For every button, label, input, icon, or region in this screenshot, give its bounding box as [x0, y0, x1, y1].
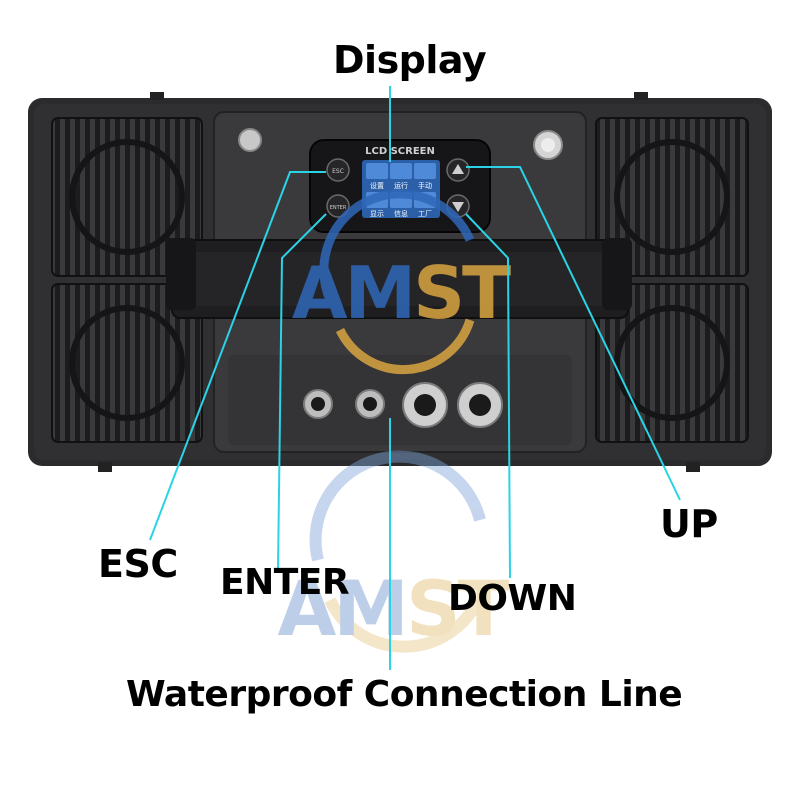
leader-line-down: [465, 213, 511, 579]
watermark-part-am: AM: [292, 251, 413, 335]
menu-label: 信息: [394, 209, 408, 218]
esc-button-label: ESC: [332, 168, 344, 175]
callout-esc: ESC: [98, 542, 178, 586]
watermark-part-st: ST: [413, 251, 511, 335]
up-button[interactable]: [446, 158, 470, 182]
menu-label: 手动: [418, 181, 432, 190]
left-fan-grilles: [51, 117, 203, 443]
menu-cell: [366, 163, 388, 179]
menu-cell: [390, 163, 412, 179]
callout-up: UP: [660, 502, 718, 546]
watermark-part-am: AM: [277, 564, 405, 653]
lcd-unit: LCD SCREEN 设置 运行 手动 显示 信息 工厂 ESC: [309, 139, 491, 233]
lcd-screen-header: LCD SCREEN: [365, 146, 435, 157]
waterproof-connectors: [303, 382, 503, 428]
leader-lines: [149, 86, 681, 670]
callout-enter: ENTER: [220, 562, 350, 603]
callout-waterproof-connection-line: Waterproof Connection Line: [126, 674, 683, 715]
watermark-text: AMST: [277, 564, 509, 653]
menu-label: 工厂: [418, 210, 432, 218]
leader-line-up: [466, 166, 681, 501]
down-arrow-icon: [452, 202, 464, 212]
leader-line-esc: [149, 171, 326, 541]
enter-button-label: ENTER: [330, 205, 347, 211]
device-feet: [98, 92, 700, 472]
menu-cell: [414, 163, 436, 179]
top-bolts: [238, 128, 563, 160]
callout-display: Display: [333, 38, 487, 82]
menu-label: 显示: [370, 210, 384, 218]
watermark-bottom: AMST: [277, 450, 513, 653]
menu-label: 运行: [394, 181, 408, 190]
esc-button[interactable]: ESC: [326, 158, 350, 182]
watermark-top: AMST: [292, 189, 514, 375]
watermark-text: AMST: [292, 251, 511, 335]
enter-button[interactable]: ENTER: [326, 194, 350, 218]
up-arrow-icon: [452, 164, 464, 174]
leader-line-enter: [277, 213, 327, 571]
right-knob: [602, 238, 632, 310]
left-knob: [166, 238, 196, 310]
watermark-part-st: ST: [406, 564, 510, 653]
menu-label: 设置: [370, 181, 384, 190]
callout-down: DOWN: [448, 578, 577, 619]
